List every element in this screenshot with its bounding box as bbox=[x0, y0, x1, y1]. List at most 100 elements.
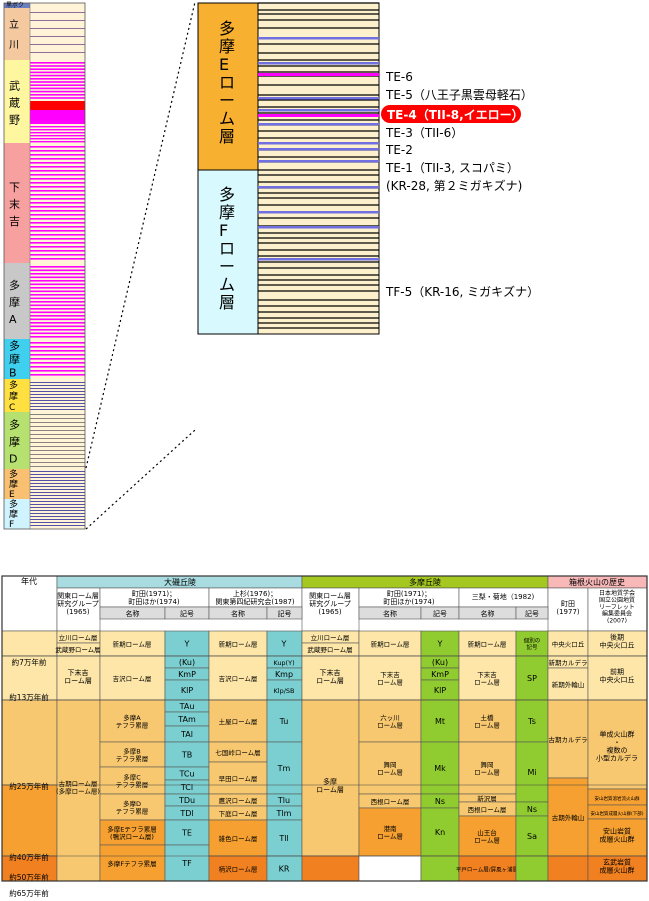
tephra-band bbox=[258, 97, 379, 100]
line: 安山岩質成層火山群(下部) bbox=[590, 810, 643, 817]
tephra-te1: TE-1（TII-3, スコパミ） bbox=[385, 161, 519, 175]
column-stripes bbox=[30, 12, 85, 526]
stripe bbox=[30, 382, 85, 383]
char: 摩 bbox=[9, 508, 18, 520]
line: 大磯丘陵 bbox=[164, 577, 196, 587]
stripe bbox=[30, 346, 85, 348]
stripe bbox=[30, 388, 85, 389]
stripe bbox=[30, 190, 85, 192]
line: 名称 bbox=[126, 609, 140, 618]
line: TAm bbox=[177, 715, 196, 724]
line: 前期 bbox=[610, 667, 624, 676]
char: 摩 bbox=[9, 390, 18, 402]
table-cell bbox=[420, 699, 460, 743]
table-cell bbox=[301, 699, 360, 857]
hakone-2007: 安山岩質成層火山群 bbox=[600, 827, 635, 844]
tama-bottom bbox=[301, 855, 360, 882]
table-cell bbox=[358, 741, 422, 795]
oiso-uesugi-name: 雑色ローム層 bbox=[219, 834, 258, 843]
line: 安山岩質溶岩流火山群 bbox=[595, 795, 640, 802]
tama-header: 多摩丘陵 bbox=[409, 577, 441, 587]
era-cell bbox=[1, 630, 58, 657]
table-cell bbox=[587, 587, 648, 632]
line: Ns bbox=[527, 805, 537, 814]
line: ローム層 bbox=[316, 677, 344, 685]
stripe bbox=[30, 374, 85, 376]
line: 成層火山群 bbox=[600, 866, 635, 875]
tama-e-box bbox=[197, 2, 259, 171]
stripe bbox=[30, 283, 85, 286]
tephra-te2: TE-2 bbox=[385, 143, 413, 157]
line: 箱根火山の歴史 bbox=[569, 577, 625, 587]
oiso-machida-symbol: TF bbox=[181, 859, 192, 868]
table-cell bbox=[301, 587, 360, 632]
tephra-band bbox=[258, 109, 379, 112]
table-cell bbox=[358, 630, 422, 657]
table-cell bbox=[587, 630, 648, 657]
line: TCu bbox=[178, 770, 194, 779]
stripe bbox=[30, 450, 85, 451]
table-cell bbox=[515, 741, 549, 803]
column-subheader: 記号 bbox=[278, 609, 292, 618]
age-label: 約50万年前 bbox=[9, 872, 49, 882]
line: Mk bbox=[434, 764, 446, 773]
stripe bbox=[30, 400, 85, 401]
stripe bbox=[30, 336, 85, 338]
line: 多摩Eテフラ累層 bbox=[107, 825, 157, 834]
tama-machida-name: 西根ローム層 bbox=[371, 797, 410, 806]
tama-machida-blank bbox=[358, 855, 422, 882]
line: (多摩ローム層) bbox=[56, 786, 100, 795]
tama-minashi-symbol: Sa bbox=[527, 832, 537, 841]
char: 多 bbox=[9, 339, 20, 353]
oiso-uesugi-symbol: Tlm bbox=[276, 809, 292, 818]
table-cell bbox=[515, 606, 549, 620]
line: 名称 bbox=[383, 609, 397, 618]
char: 摩 bbox=[9, 295, 20, 309]
tephra-te4: TE-4（TII-8,イエロー） bbox=[387, 107, 524, 122]
stripe bbox=[30, 78, 85, 80]
tama-symbol-bottom bbox=[420, 855, 460, 882]
line: ローム層 bbox=[377, 721, 403, 729]
line: 町田ほか(1974) bbox=[383, 598, 435, 606]
line: TE bbox=[181, 829, 192, 838]
line: リーフレット bbox=[599, 604, 635, 611]
line: 三梨・菊地（1982) bbox=[472, 592, 535, 601]
line: 中央火口丘 bbox=[600, 641, 635, 650]
oiso-shimosueyoshi: 下末吉ローム層 bbox=[64, 668, 92, 685]
hakone-header: 箱根火山の歴史 bbox=[569, 577, 625, 587]
line: ローム層 bbox=[64, 677, 92, 685]
oiso-machida-name: 吉沢ローム層 bbox=[113, 674, 152, 683]
stripe bbox=[30, 325, 85, 328]
stripe bbox=[30, 174, 85, 176]
line: ローム層 bbox=[474, 836, 500, 844]
stripe bbox=[30, 454, 85, 455]
stripe bbox=[30, 90, 85, 93]
table-cell bbox=[208, 630, 268, 657]
table-cell bbox=[587, 699, 648, 790]
tama-musashino: 武蔵野ローム層 bbox=[307, 645, 352, 654]
line: Tm bbox=[277, 764, 291, 773]
oiso-uesugi-name: 新期ローム層 bbox=[219, 640, 258, 649]
stripe bbox=[30, 84, 85, 86]
line: 研究グループ bbox=[309, 599, 351, 608]
char: 層 bbox=[219, 293, 235, 312]
stripe bbox=[30, 350, 85, 352]
stripe bbox=[30, 276, 85, 279]
stripe bbox=[30, 138, 85, 140]
tama-minashi-name: 下末吉ローム層 bbox=[474, 670, 500, 686]
table-cell bbox=[99, 819, 166, 846]
line: 多摩D bbox=[123, 799, 141, 808]
oiso-machida-name: 新期ローム層 bbox=[113, 640, 152, 649]
table-cell bbox=[208, 855, 268, 882]
tama-machida-name: 港南ローム層 bbox=[377, 824, 403, 840]
line: TDl bbox=[179, 809, 193, 818]
line: 記号 bbox=[525, 609, 539, 618]
line: TAl bbox=[180, 730, 193, 739]
stripe bbox=[30, 238, 85, 240]
line: (2007) bbox=[607, 618, 627, 625]
stripe bbox=[30, 12, 85, 13]
stripe bbox=[30, 162, 85, 164]
table-cell bbox=[358, 807, 422, 857]
line: 山王台 bbox=[477, 828, 497, 837]
stripe bbox=[30, 462, 85, 463]
